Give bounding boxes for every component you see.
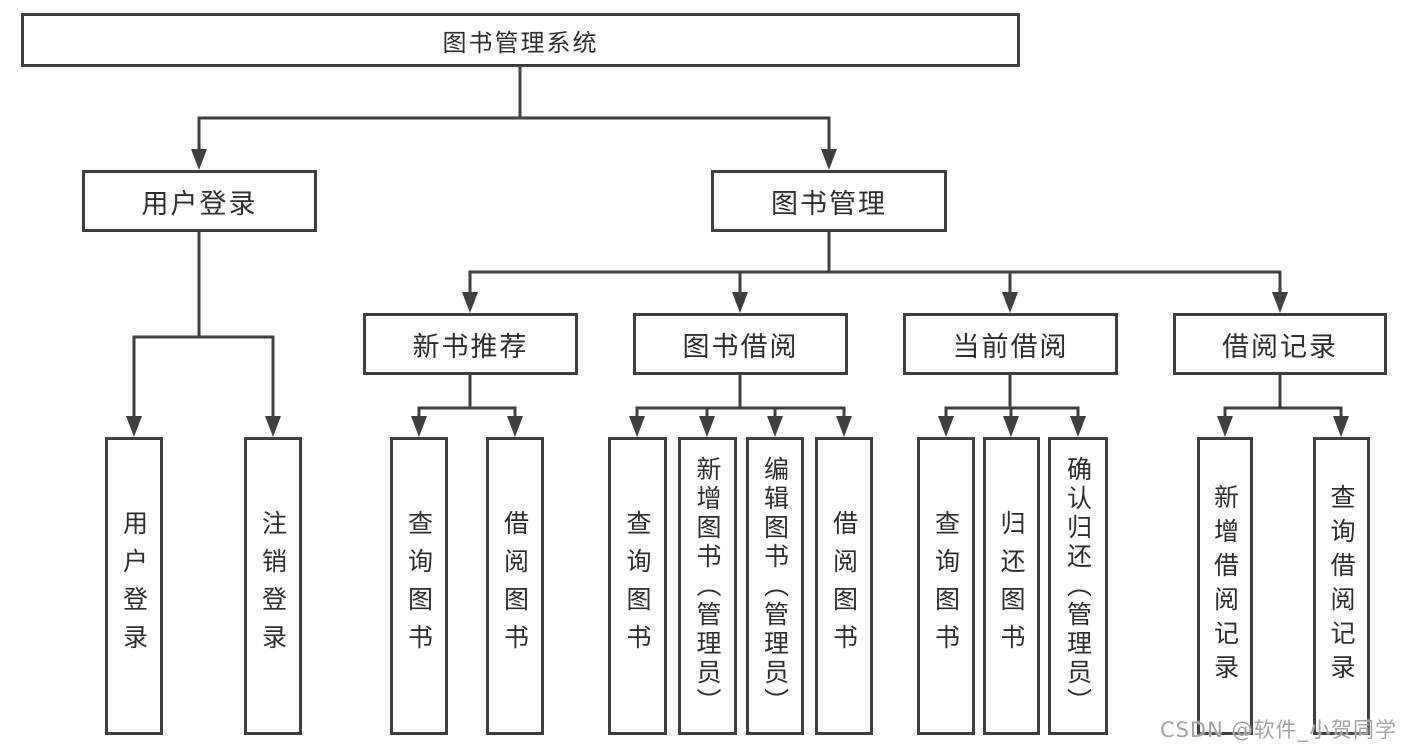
connector-arrowheads <box>126 149 1349 437</box>
leaf-bb-add-books-admin-label: 新增图书（管理员） <box>693 455 722 717</box>
leaf-cb-return-books-label: 归还图书 <box>997 510 1026 662</box>
node-new-book-recommendation-label: 新书推荐 <box>412 331 529 363</box>
node-user-login: 用户登录 <box>82 170 317 232</box>
node-root: 图书管理系统 <box>21 13 1020 67</box>
node-new-book-recommendation: 新书推荐 <box>363 313 578 375</box>
node-user-login-label: 用户登录 <box>141 188 258 220</box>
leaf-nbr-borrow-books: 借阅图书 <box>486 437 544 735</box>
leaf-cb-return-books: 归还图书 <box>983 437 1040 735</box>
leaf-nbr-borrow-books-label: 借阅图书 <box>500 510 530 662</box>
leaf-br-query-record: 查询借阅记录 <box>1313 437 1370 735</box>
leaf-bb-edit-books-admin-label: 编辑图书（管理员） <box>760 455 790 717</box>
leaf-cb-query-books-label: 查询图书 <box>931 510 961 662</box>
leaf-cb-confirm-return-admin: 确认归还（管理员） <box>1048 437 1108 735</box>
leaf-cb-query-books: 查询图书 <box>917 437 975 735</box>
leaf-br-add-record: 新增借阅记录 <box>1197 437 1253 735</box>
leaf-bb-borrow-books: 借阅图书 <box>815 437 873 735</box>
leaf-logout-label: 注销登录 <box>258 510 288 662</box>
leaf-cb-confirm-return-admin-label: 确认归还（管理员） <box>1063 455 1093 717</box>
connector-wires <box>132 66 1343 417</box>
leaf-bb-edit-books-admin: 编辑图书（管理员） <box>746 437 804 735</box>
watermark-text: CSDN @软件_小贺同学 <box>1159 718 1397 742</box>
leaf-bb-add-books-admin: 新增图书（管理员） <box>678 437 737 735</box>
leaf-br-add-record-label: 新增借阅记录 <box>1210 484 1240 688</box>
node-root-label: 图书管理系统 <box>442 28 599 57</box>
leaf-bb-query-books-label: 查询图书 <box>623 510 652 662</box>
node-borrowing-records-label: 借阅记录 <box>1222 331 1338 363</box>
leaf-bb-borrow-books-label: 借阅图书 <box>829 510 859 662</box>
node-current-borrowing-label: 当前借阅 <box>952 331 1069 363</box>
node-book-management: 图书管理 <box>711 170 947 232</box>
node-book-management-label: 图书管理 <box>771 188 887 220</box>
leaf-user-login-label: 用户登录 <box>119 510 149 662</box>
leaf-br-query-record-label: 查询借阅记录 <box>1327 484 1356 688</box>
leaf-bb-query-books: 查询图书 <box>608 437 667 735</box>
node-borrowing-records: 借阅记录 <box>1173 313 1387 375</box>
node-book-borrowing: 图书借阅 <box>633 313 848 375</box>
node-book-borrowing-label: 图书借阅 <box>682 331 799 363</box>
leaf-nbr-query-books: 查询图书 <box>390 437 448 735</box>
leaf-user-login: 用户登录 <box>105 437 163 735</box>
leaf-logout: 注销登录 <box>244 437 302 735</box>
leaf-nbr-query-books-label: 查询图书 <box>404 510 434 662</box>
node-current-borrowing: 当前借阅 <box>903 313 1118 375</box>
